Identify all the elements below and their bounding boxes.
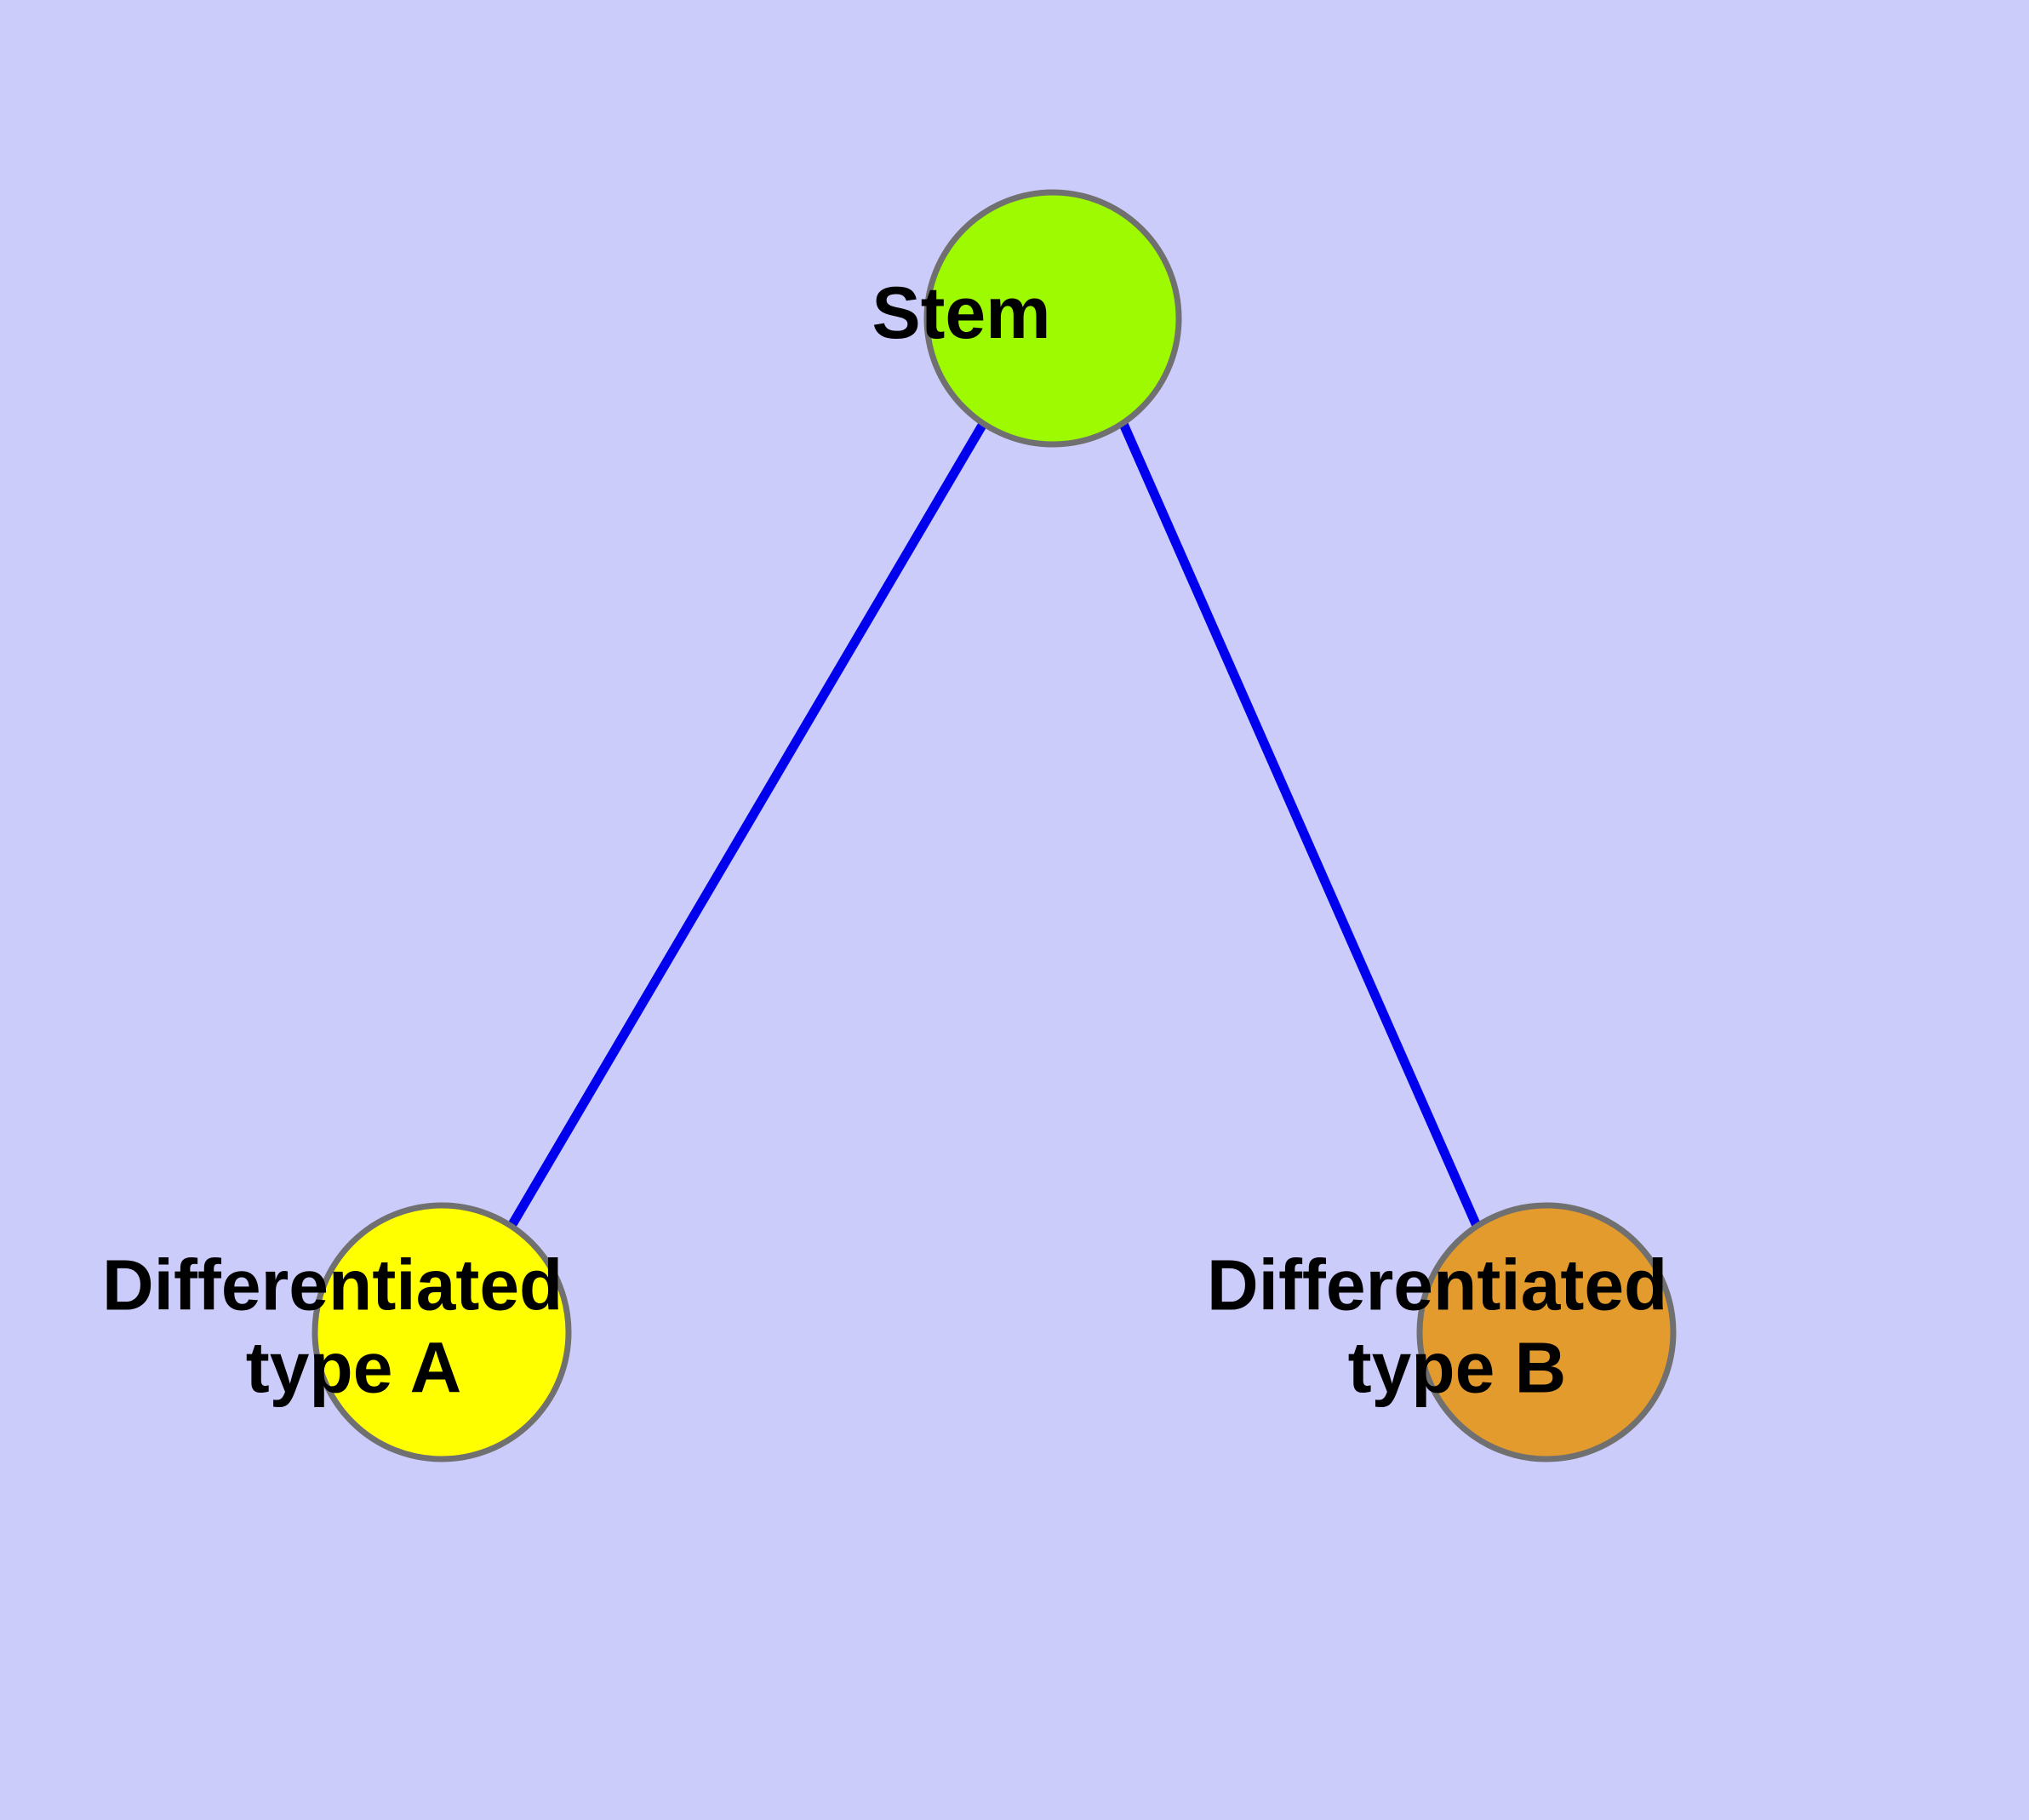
node-differentiated-type-a-label: Differentiated type A [0,0,781,1408]
node-differentiated-type-a-label-line-1: Differentiated [102,1245,563,1325]
node-differentiated-type-b[interactable]: Differentiated type B [0,0,1886,1462]
node-differentiated-type-b-label-line-2: type B [1348,1328,1567,1408]
node-differentiated-type-b-label-line-1: Differentiated [1207,1245,1667,1325]
node-differentiated-type-b-label: Differentiated type B [1207,1245,1667,1408]
edge-stem-to-differentiated-type-b[interactable] [1118,421,1482,1228]
node-differentiated-type-a-label-line-2: type A [246,1328,460,1408]
node-stem[interactable]: Stem [0,0,1234,448]
node-stem-circle[interactable] [923,189,1182,448]
edges-group [507,421,1482,1228]
node-differentiated-type-b-circle[interactable] [1416,1202,1677,1462]
node-stem-label: Stem [0,0,1234,354]
node-differentiated-type-a-circle[interactable] [311,1202,572,1462]
node-differentiated-type-a[interactable]: Differentiated type A [0,0,781,1462]
nodes-group: Stem Differentiated type A Differentiate… [0,0,1886,1462]
node-stem-label-line-1: Stem [872,272,1050,354]
edge-stem-to-differentiated-type-a[interactable] [507,421,987,1228]
